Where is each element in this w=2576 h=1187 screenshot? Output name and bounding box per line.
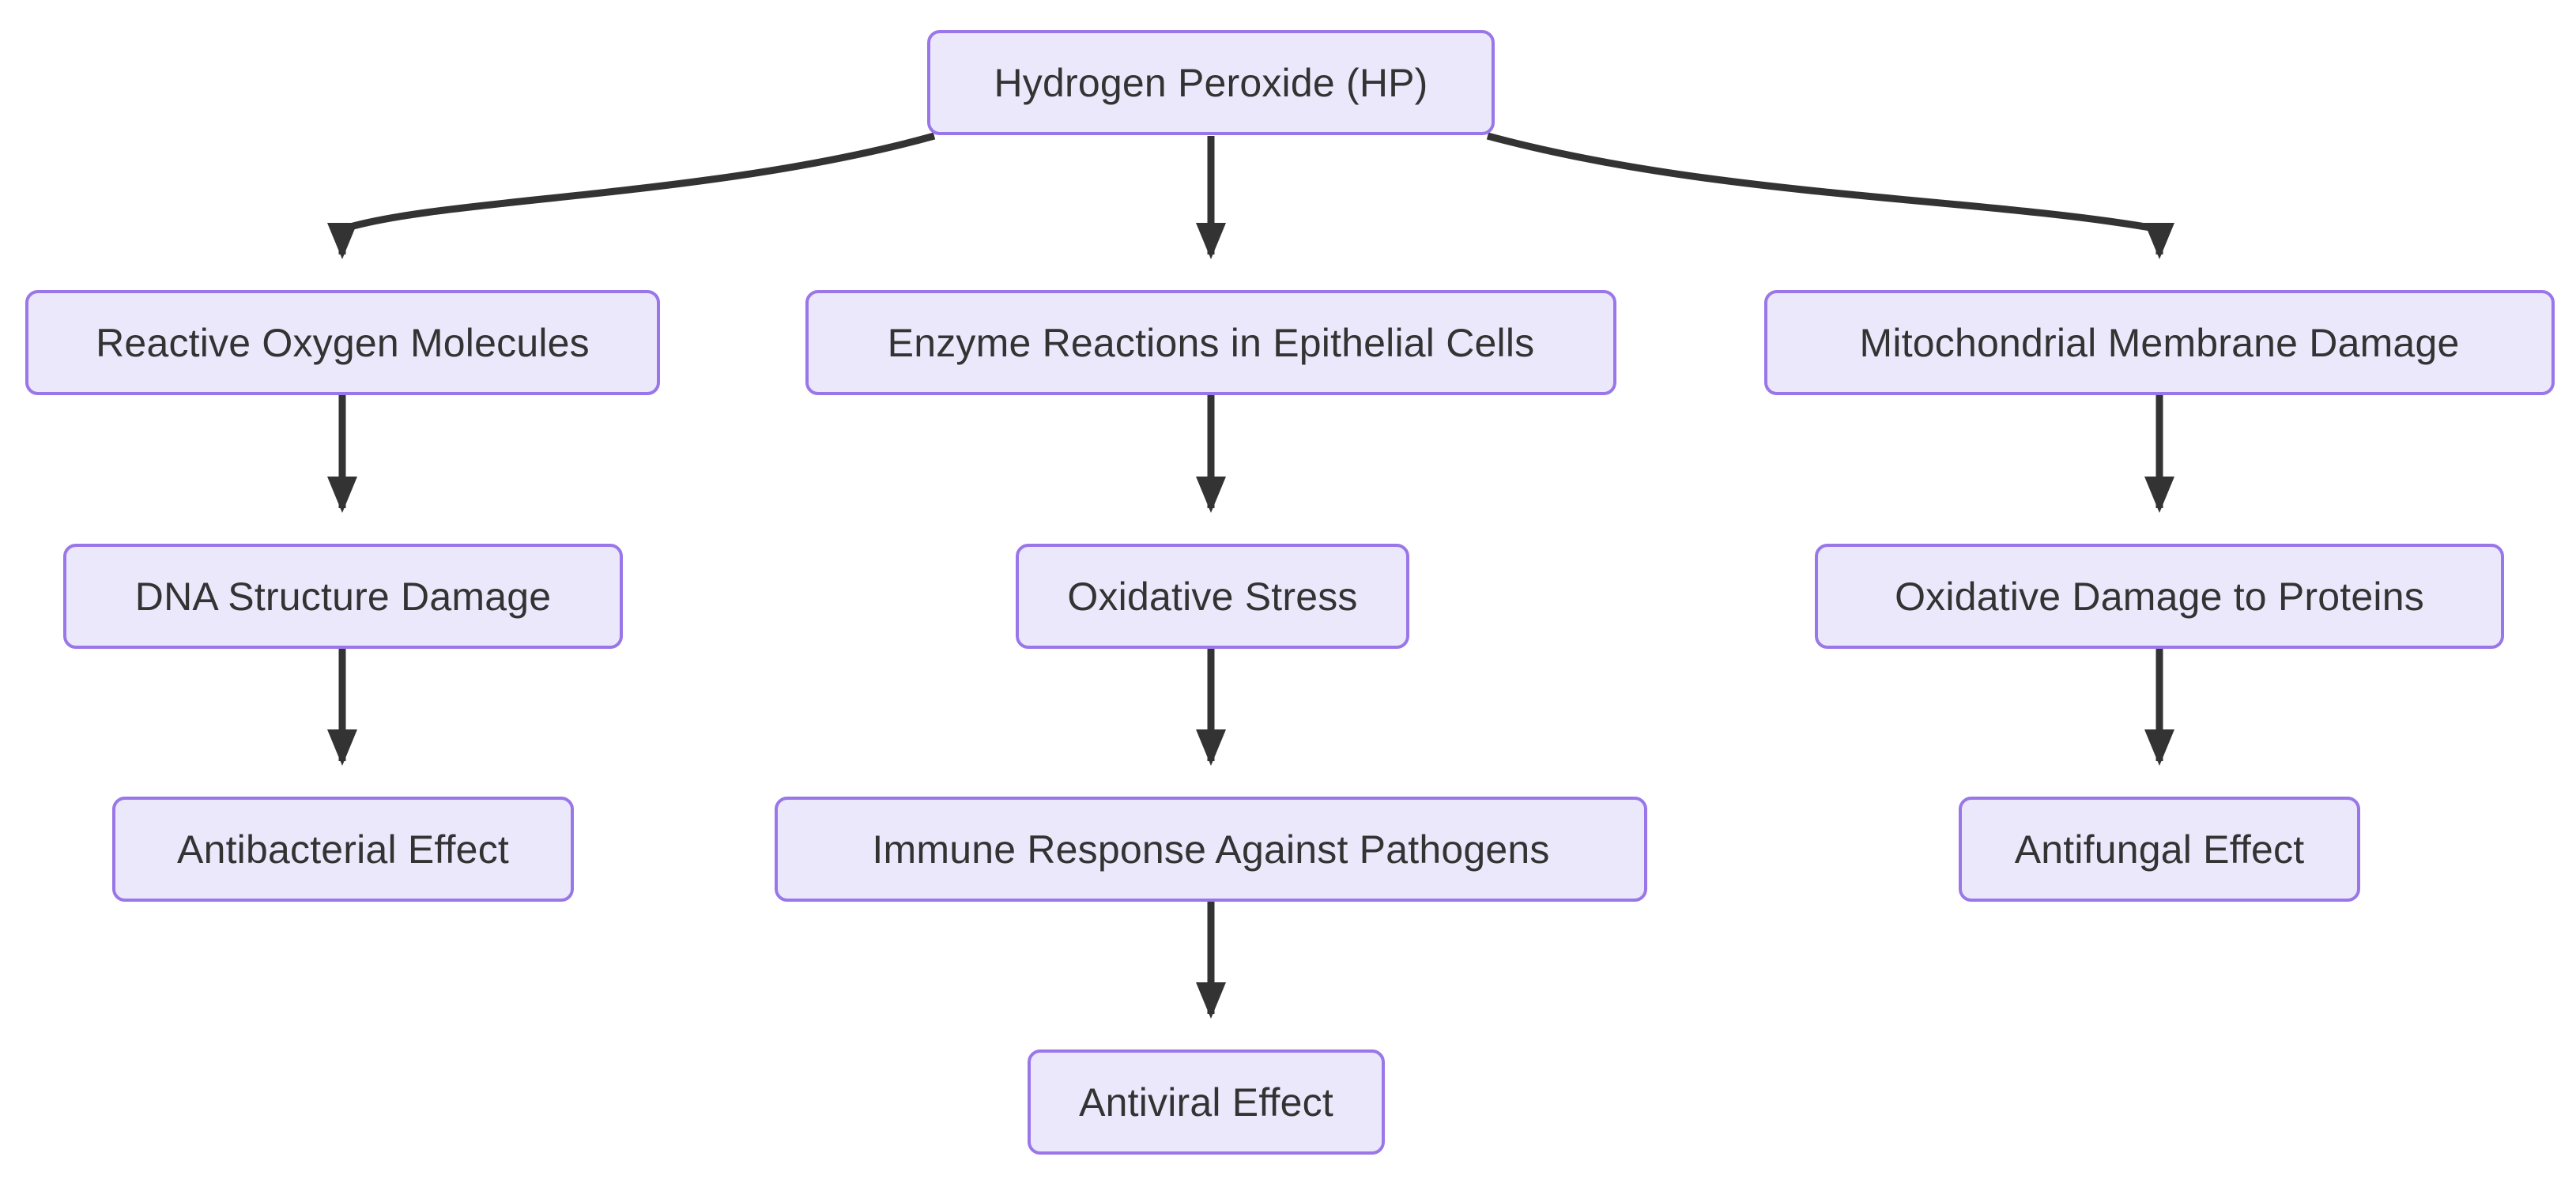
node-label: Oxidative Stress xyxy=(1067,574,1358,619)
node-enzyme[interactable]: Enzyme Reactions in Epithelial Cells xyxy=(805,290,1616,395)
edge-hp-rom xyxy=(338,132,936,254)
arrowhead-icon xyxy=(2144,477,2174,513)
arrowhead-icon xyxy=(327,223,357,259)
node-mito[interactable]: Mitochondrial Membrane Damage xyxy=(1764,290,2555,395)
node-protein[interactable]: Oxidative Damage to Proteins xyxy=(1815,544,2504,649)
node-label: Hydrogen Peroxide (HP) xyxy=(994,60,1428,105)
node-stress[interactable]: Oxidative Stress xyxy=(1016,544,1409,649)
node-label: Reactive Oxygen Molecules xyxy=(96,320,590,365)
node-immune[interactable]: Immune Response Against Pathogens xyxy=(775,797,1647,902)
arrowhead-icon xyxy=(1196,729,1226,766)
node-hp[interactable]: Hydrogen Peroxide (HP) xyxy=(927,30,1495,135)
arrowhead-icon xyxy=(1196,223,1226,259)
node-label: Antifungal Effect xyxy=(2014,827,2305,872)
node-dna[interactable]: DNA Structure Damage xyxy=(63,544,623,649)
node-label: Antibacterial Effect xyxy=(177,827,509,872)
node-label: Oxidative Damage to Proteins xyxy=(1895,574,2424,619)
node-label: Antiviral Effect xyxy=(1079,1080,1333,1125)
node-rom[interactable]: Reactive Oxygen Molecules xyxy=(25,290,660,395)
node-antiviral[interactable]: Antiviral Effect xyxy=(1028,1049,1385,1155)
node-label: DNA Structure Damage xyxy=(134,574,552,619)
arrowhead-icon xyxy=(327,729,357,766)
arrowhead-icon xyxy=(2144,223,2174,259)
arrowhead-icon xyxy=(327,477,357,513)
edge-hp-mito xyxy=(1486,132,2163,254)
arrowhead-icon xyxy=(1196,982,1226,1019)
arrowhead-icon xyxy=(2144,729,2174,766)
node-antibacterial[interactable]: Antibacterial Effect xyxy=(112,797,574,902)
node-label: Enzyme Reactions in Epithelial Cells xyxy=(887,320,1535,365)
arrowhead-icon xyxy=(1196,477,1226,513)
node-label: Mitochondrial Membrane Damage xyxy=(1859,320,2460,365)
node-antifungal[interactable]: Antifungal Effect xyxy=(1959,797,2360,902)
node-label: Immune Response Against Pathogens xyxy=(872,827,1550,872)
